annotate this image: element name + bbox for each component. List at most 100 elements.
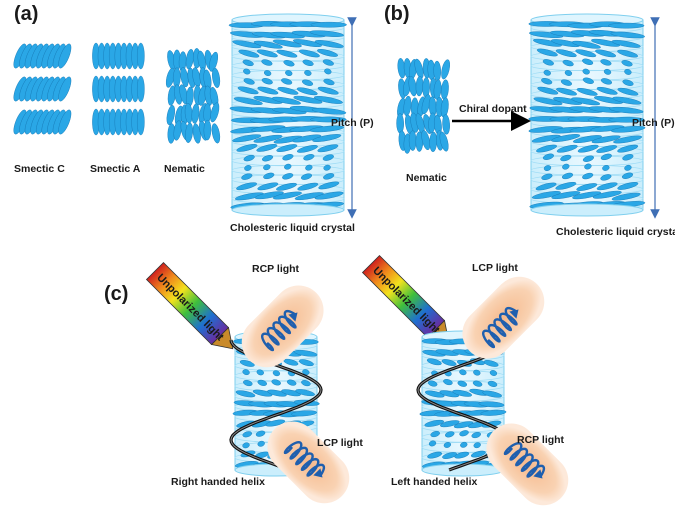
molecule xyxy=(236,144,258,152)
molecule xyxy=(292,134,322,143)
lcp-label-top: LCP light xyxy=(472,262,518,274)
molecule xyxy=(297,182,319,191)
molecule xyxy=(281,389,301,397)
molecule xyxy=(310,21,347,28)
molecule xyxy=(238,49,260,58)
molecule xyxy=(555,182,577,190)
molecule xyxy=(136,108,145,136)
rcp-beam-top-left xyxy=(241,285,324,368)
molecule xyxy=(561,172,574,180)
molecule xyxy=(441,359,457,366)
molecule xyxy=(281,78,293,85)
rcp-label-top: RCP light xyxy=(252,263,300,275)
molecule xyxy=(424,390,445,398)
molecule xyxy=(212,67,221,88)
coil-group xyxy=(260,309,298,352)
molecule xyxy=(323,164,331,171)
molecule xyxy=(232,40,262,49)
molecule xyxy=(317,86,339,95)
molecule xyxy=(535,182,557,191)
molecule xyxy=(551,191,581,199)
molecule xyxy=(441,59,450,80)
coil-group xyxy=(283,440,326,478)
cylinder-body xyxy=(530,19,644,211)
molecule xyxy=(322,154,334,161)
molecule xyxy=(536,48,558,57)
molecule xyxy=(276,144,298,152)
coil-arrowhead xyxy=(313,468,323,478)
pitch-label-a: Pitch (P) xyxy=(331,117,374,129)
molecule xyxy=(254,191,284,200)
molecule xyxy=(536,144,557,153)
molecule xyxy=(542,153,554,160)
coil-arrowhead xyxy=(533,469,543,479)
molecule xyxy=(211,123,221,144)
molecule xyxy=(203,119,212,141)
molecule xyxy=(233,97,263,105)
molecule xyxy=(270,31,305,39)
molecule xyxy=(272,370,281,377)
cholesteric-cylinder-a xyxy=(228,13,347,217)
molecule xyxy=(572,191,602,200)
molecule xyxy=(232,134,262,143)
molecule xyxy=(621,60,633,67)
cholesteric-label-b: Cholesteric liquid crystal xyxy=(556,226,675,238)
molecule xyxy=(453,421,474,429)
molecule xyxy=(166,105,176,126)
molecule xyxy=(624,69,632,75)
molecule xyxy=(244,165,252,171)
molecule xyxy=(300,173,313,180)
molecule xyxy=(257,440,265,447)
molecule xyxy=(487,380,498,387)
molecule xyxy=(430,431,440,438)
nematic-diagram-b xyxy=(396,58,450,154)
molecule xyxy=(610,31,645,39)
molecule xyxy=(185,122,193,143)
molecule xyxy=(473,369,481,376)
molecule xyxy=(483,360,499,367)
molecule xyxy=(439,420,460,428)
molecule xyxy=(293,350,318,357)
coil-path xyxy=(283,440,326,477)
rcp-beam-bottom-right xyxy=(486,423,569,506)
molecule xyxy=(460,441,468,448)
molecule xyxy=(323,173,335,180)
cylinder-bottom xyxy=(530,203,644,217)
molecule xyxy=(257,182,279,191)
molecule xyxy=(237,86,259,95)
molecule xyxy=(318,181,340,190)
molecule xyxy=(252,389,273,397)
coil-group xyxy=(481,306,519,349)
smectic-c-diagram xyxy=(13,43,72,135)
smectic-a-label: Smectic A xyxy=(90,163,141,175)
molecule xyxy=(439,131,449,152)
molecule xyxy=(267,389,287,397)
molecule xyxy=(263,164,271,171)
molecule xyxy=(276,49,298,58)
molecule xyxy=(612,96,642,105)
molecule xyxy=(426,358,442,366)
molecule xyxy=(480,409,507,416)
molecule xyxy=(582,77,594,84)
molecule xyxy=(295,389,315,397)
molecule xyxy=(622,154,634,161)
coil-arrowhead xyxy=(509,309,519,319)
molecule xyxy=(286,379,297,386)
molecule xyxy=(255,430,266,437)
molecule xyxy=(58,109,72,135)
molecule xyxy=(313,96,343,104)
molecule xyxy=(562,163,570,170)
molecule xyxy=(551,134,581,142)
molecule xyxy=(427,451,443,459)
molecule xyxy=(575,49,597,58)
panel-label-b: (b) xyxy=(384,3,410,25)
molecule xyxy=(602,165,610,171)
molecule xyxy=(301,380,311,387)
molecule xyxy=(312,134,342,142)
molecule xyxy=(136,75,145,103)
molecule xyxy=(309,125,345,133)
lcp-beam-top-right xyxy=(462,276,545,359)
molecule xyxy=(282,154,294,161)
molecule xyxy=(257,379,267,386)
molecule xyxy=(294,192,324,201)
